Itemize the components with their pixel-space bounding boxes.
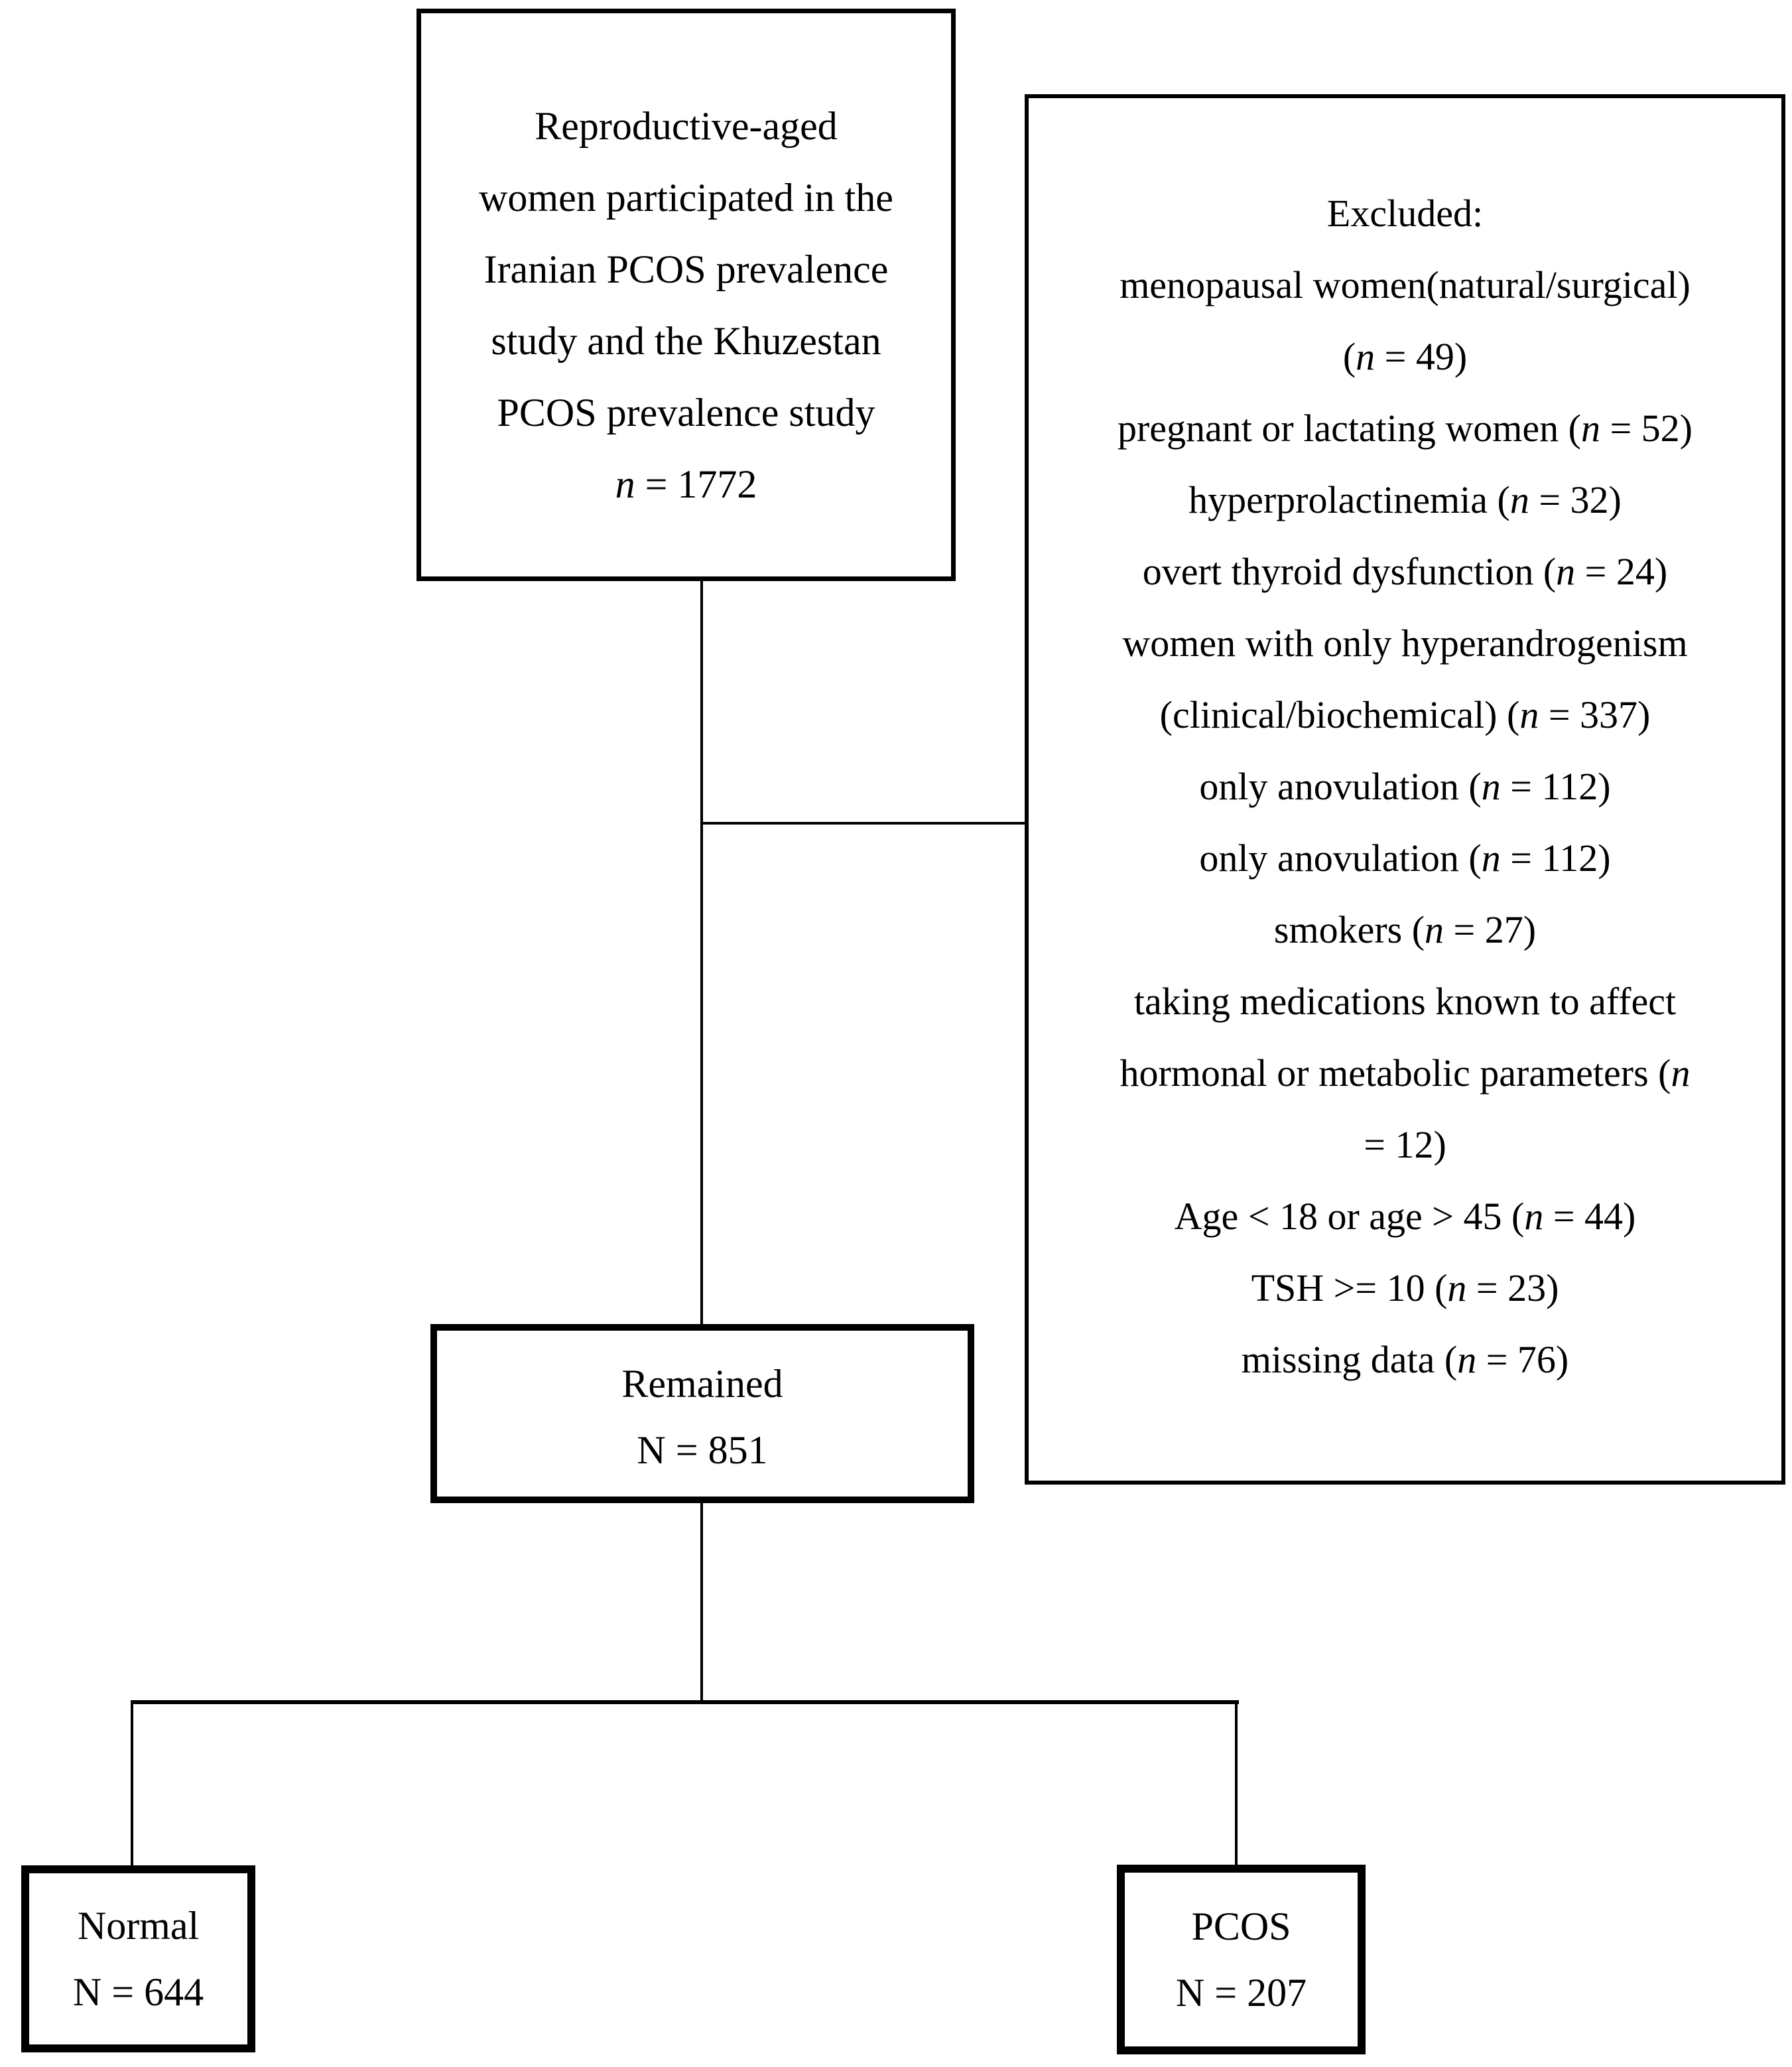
text-segment: PCOS prevalence study — [497, 391, 875, 434]
text-segment: = 23) — [1466, 1266, 1559, 1309]
text-segment: hyperprolactinemia ( — [1188, 478, 1510, 521]
text-segment: = 112) — [1500, 836, 1611, 880]
connector-branch-to-pcos-vertical — [1235, 1700, 1238, 1867]
connector-to-excluded-horizontal — [702, 822, 1026, 825]
italic-n: n — [1457, 1338, 1477, 1381]
text-line: N = 207 — [1176, 1960, 1307, 2026]
text-segment: = 52) — [1600, 407, 1693, 450]
text-segment: smokers ( — [1273, 908, 1425, 951]
text-segment: TSH >= 10 ( — [1251, 1266, 1448, 1309]
text-line: Remained — [621, 1351, 783, 1417]
italic-n: n — [1556, 550, 1576, 593]
text-segment: N = 207 — [1175, 1971, 1307, 2015]
italic-n: n — [1356, 335, 1376, 378]
text-line: N = 851 — [637, 1417, 767, 1483]
connector-branch-horizontal — [132, 1700, 1239, 1704]
text-line: menopausal women(natural/surgical) — [1120, 249, 1691, 321]
normal-group-box: Normal N = 644 — [21, 1865, 255, 2052]
text-segment: missing data ( — [1241, 1338, 1458, 1381]
text-line: Normal — [78, 1893, 199, 1959]
text-segment: only anovulation ( — [1199, 765, 1482, 808]
text-segment: hormonal or metabolic parameters ( — [1120, 1051, 1671, 1095]
text-line: overt thyroid dysfunction (n = 24) — [1143, 536, 1667, 608]
text-segment: = 337) — [1539, 693, 1651, 736]
text-segment: = 12) — [1364, 1123, 1446, 1166]
text-line: PCOS — [1191, 1893, 1291, 1960]
text-line: taking medications known to affect — [1134, 966, 1676, 1037]
text-segment: = 44) — [1543, 1195, 1636, 1238]
excluded-box: Excluded: menopausal women(natural/surgic… — [1025, 94, 1785, 1485]
text-line: hormonal or metabolic parameters (n — [1120, 1037, 1690, 1109]
italic-n: n — [1509, 478, 1529, 521]
italic-n: n — [1481, 836, 1501, 880]
text-segment: only anovulation ( — [1199, 836, 1482, 880]
text-segment: Reproductive-aged — [535, 104, 838, 148]
text-segment: (clinical/biochemical) ( — [1159, 693, 1520, 736]
text-line: N = 644 — [73, 1959, 204, 2025]
text-segment: = 49) — [1375, 335, 1468, 378]
italic-n: n — [615, 462, 635, 506]
text-line: hyperprolactinemia (n = 32) — [1188, 464, 1622, 536]
text-segment: Iranian PCOS prevalence — [483, 247, 889, 291]
italic-n: n — [1425, 908, 1444, 951]
text-line: (n = 49) — [1343, 321, 1467, 393]
text-segment: = 1772 — [635, 462, 757, 506]
italic-n: n — [1580, 407, 1600, 450]
text-segment: study and the Khuzestan — [491, 319, 881, 363]
text-segment: Normal — [77, 1904, 200, 1948]
text-line: Reproductive-aged — [535, 90, 837, 162]
text-line: n = 1772 — [615, 448, 757, 520]
text-line: = 12) — [1364, 1109, 1446, 1181]
italic-n: n — [1481, 765, 1501, 808]
text-line: (clinical/biochemical) (n = 337) — [1160, 679, 1651, 751]
text-segment: women participated in the — [479, 176, 893, 220]
text-segment: Remained — [621, 1362, 783, 1406]
text-line: missing data (n = 76) — [1242, 1324, 1568, 1396]
text-segment: = 24) — [1575, 550, 1668, 593]
text-segment: = 32) — [1529, 478, 1622, 521]
text-line: TSH >= 10 (n = 23) — [1251, 1252, 1559, 1324]
text-line: study and the Khuzestan — [491, 305, 881, 377]
text-segment: = 112) — [1500, 765, 1611, 808]
text-line: women with only hyperandrogenism — [1122, 608, 1687, 679]
text-segment: pregnant or lactating women ( — [1117, 407, 1581, 450]
text-line: Age < 18 or age > 45 (n = 44) — [1175, 1181, 1636, 1252]
text-segment: Excluded: — [1326, 192, 1484, 235]
text-line: PCOS prevalence study — [497, 377, 875, 448]
text-segment: N = 644 — [72, 1970, 204, 2014]
connector-remained-to-branch-vertical — [700, 1500, 703, 1702]
text-line: Iranian PCOS prevalence — [484, 233, 889, 305]
text-line: smokers (n = 27) — [1274, 894, 1536, 966]
connector-branch-to-normal-vertical — [131, 1700, 133, 1868]
text-segment: ( — [1342, 335, 1356, 378]
italic-n: n — [1671, 1051, 1691, 1095]
text-segment: taking medications known to affect — [1133, 980, 1677, 1023]
connector-source-to-remained-vertical — [700, 578, 703, 1327]
text-segment: = 27) — [1444, 908, 1537, 951]
remained-box: Remained N = 851 — [430, 1324, 974, 1503]
text-segment: PCOS — [1191, 1904, 1291, 1948]
text-segment: = 76) — [1476, 1338, 1569, 1381]
text-segment: overt thyroid dysfunction ( — [1142, 550, 1557, 593]
italic-n: n — [1447, 1266, 1467, 1309]
italic-n: n — [1524, 1195, 1544, 1238]
text-line: women participated in the — [479, 162, 893, 233]
text-line: only anovulation (n = 112) — [1199, 751, 1610, 823]
text-line: pregnant or lactating women (n = 52) — [1118, 393, 1693, 464]
text-line: only anovulation (n = 112) — [1199, 823, 1610, 894]
text-line: Excluded: — [1327, 178, 1483, 249]
pcos-group-box: PCOS N = 207 — [1117, 1865, 1366, 2054]
text-segment: women with only hyperandrogenism — [1122, 622, 1688, 665]
text-segment: Age < 18 or age > 45 ( — [1174, 1195, 1525, 1238]
text-segment: N = 851 — [637, 1428, 768, 1472]
italic-n: n — [1519, 693, 1539, 736]
source-population-box: Reproductive-aged women participated in t… — [416, 9, 956, 581]
text-segment: menopausal women(natural/surgical) — [1120, 263, 1691, 306]
